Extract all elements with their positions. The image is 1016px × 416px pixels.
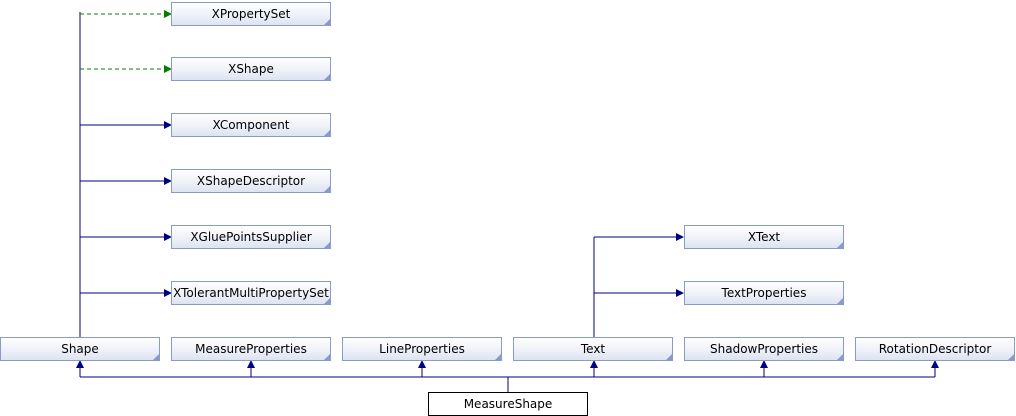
node-textproperties[interactable]: TextProperties — [684, 281, 844, 305]
node-label: XGluePointsSupplier — [190, 230, 312, 244]
node-label: XShape — [228, 62, 274, 76]
node-measureshape: MeasureShape — [428, 392, 588, 416]
node-measureproperties[interactable]: MeasureProperties — [171, 337, 331, 361]
node-rotationdescriptor[interactable]: RotationDescriptor — [855, 337, 1015, 361]
node-label: XText — [747, 230, 781, 244]
node-xshapedescriptor[interactable]: XShapeDescriptor — [171, 169, 331, 193]
node-label: XComponent — [212, 118, 290, 132]
node-xshape[interactable]: XShape — [171, 57, 331, 81]
node-xpropertyset[interactable]: XPropertySet — [171, 2, 331, 26]
node-xtext[interactable]: XText — [684, 225, 844, 249]
node-xtolerantmultipropertyset[interactable]: XTolerantMultiPropertySet — [171, 281, 331, 305]
node-label: Text — [580, 342, 606, 356]
node-label: MeasureProperties — [195, 342, 307, 356]
node-label: LineProperties — [379, 342, 465, 356]
node-xcomponent[interactable]: XComponent — [171, 113, 331, 137]
node-label: XPropertySet — [211, 7, 291, 21]
node-lineproperties[interactable]: LineProperties — [342, 337, 502, 361]
node-shadowproperties[interactable]: ShadowProperties — [684, 337, 844, 361]
node-label: ShadowProperties — [710, 342, 818, 356]
node-text[interactable]: Text — [513, 337, 673, 361]
node-xgluepointssupplier[interactable]: XGluePointsSupplier — [171, 225, 331, 249]
node-label: MeasureShape — [463, 397, 553, 411]
node-shape[interactable]: Shape — [0, 337, 160, 361]
node-label: XTolerantMultiPropertySet — [173, 286, 329, 300]
node-label: Shape — [61, 342, 99, 356]
node-label: TextProperties — [721, 286, 807, 300]
node-label: XShapeDescriptor — [196, 174, 306, 188]
node-label: RotationDescriptor — [878, 342, 992, 356]
